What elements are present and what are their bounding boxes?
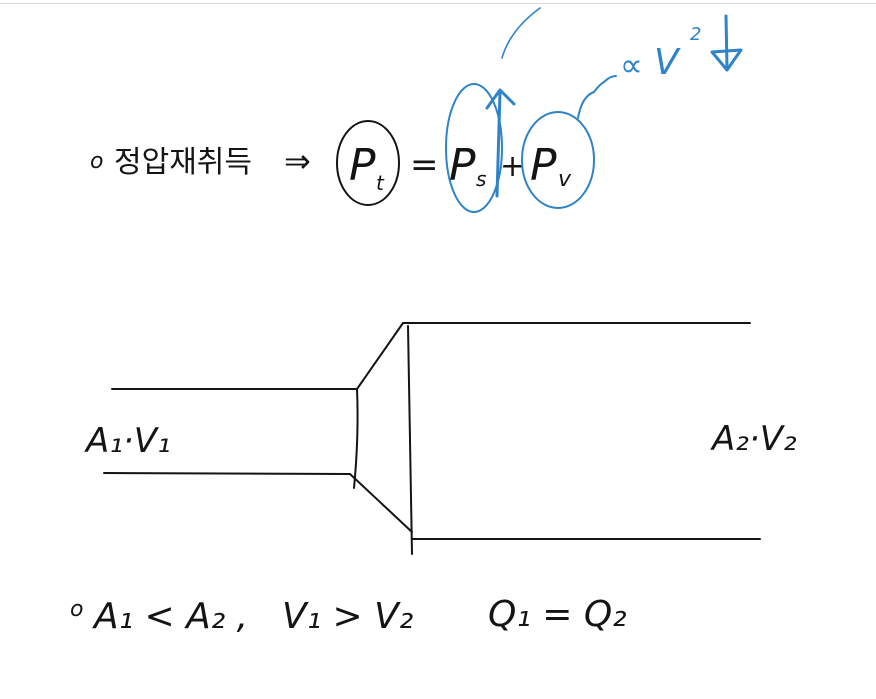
outlet-label: A₂·V₂ [710,419,797,459]
note-relations: o A₁ < A₂ , V₁ > V₂ Q₁ = Q₂ [70,594,627,637]
outlet-joint-line [407,325,413,555]
connector-squiggle [577,75,617,119]
inlet-joint-line [353,388,359,489]
diffuser-bottom-wall [349,473,413,533]
static-pressure-subscript: s [476,167,486,191]
equals-sign: = [410,145,439,185]
top-divider [0,3,876,4]
total-pressure-subscript: t [376,171,385,195]
inlet-label: A₁·V₁ [84,421,171,461]
proportional-sign: ∝ [620,46,643,84]
total-pressure-symbol: P [349,140,376,191]
blue-annotations: ∝ V 2 [485,7,743,198]
flow-relation: Q₁ = Q₂ [488,594,627,635]
implies-arrow: ⇒ [284,142,311,180]
total-pressure-circle [336,120,400,206]
velocity-pressure-symbol: P [530,140,557,191]
velocity-pressure-subscript: v [558,167,572,192]
bullet-marker-2: o [70,597,83,622]
exponent-two: 2 [690,24,701,45]
velocity-symbol: V [654,42,681,83]
annotation-arc [501,7,541,59]
diffuser-top-wall [356,322,404,390]
inlet-bottom-wall [103,472,351,475]
area-relation: A₁ < A₂ , [92,596,248,637]
down-arrow-icon [710,14,743,72]
duct-expansion-diagram: A₁·V₁ A₂·V₂ [84,322,797,555]
velocity-pressure-circle [521,111,595,209]
velocity-relation: V₁ > V₂ [282,596,413,637]
plus-sign: + [500,149,525,184]
bullet-marker: o [90,149,103,174]
static-pressure-symbol: P [449,140,476,191]
static-pressure-circle [445,83,503,213]
up-arrow-icon [485,88,516,198]
korean-term: 정압재취득 [114,145,252,180]
note-static-pressure-regain: o 정압재취득 ⇒ P t = P s + P v [90,83,595,213]
